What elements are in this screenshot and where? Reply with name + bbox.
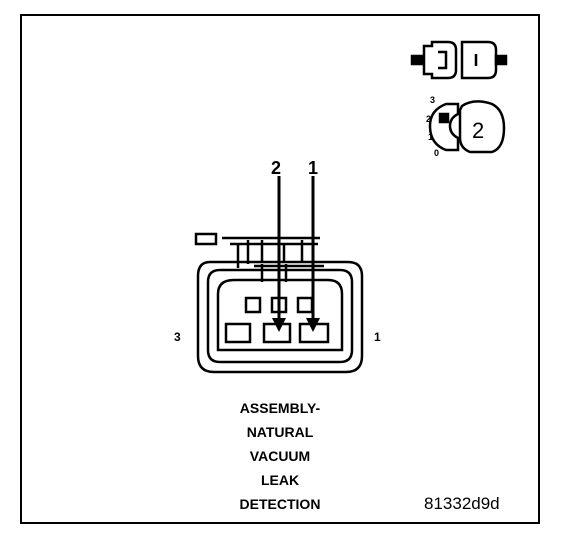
- caption-line-5: DETECTION: [239, 496, 321, 512]
- pin-1-label: 1: [308, 158, 319, 178]
- position-lock-icon: [428, 100, 506, 154]
- pin-2-label: 2: [271, 158, 282, 178]
- position-scale-1: 1: [428, 132, 434, 142]
- caption-line-1: ASSEMBLY-: [239, 400, 321, 416]
- position-number: 2: [472, 118, 485, 143]
- caption-line-3: VACUUM: [249, 448, 311, 464]
- cavity-3-label: 3: [174, 330, 181, 344]
- caption-line-4: LEAK: [260, 472, 300, 488]
- caption-line-2: NATURAL: [246, 424, 314, 440]
- diagram-frame: [20, 14, 540, 524]
- figure-code: 81332d9d: [424, 494, 500, 513]
- pin-arrows: [272, 176, 320, 332]
- cavity-1-label: 1: [374, 330, 381, 344]
- position-scale-0: 0: [434, 148, 440, 158]
- position-scale-2: 2: [426, 114, 432, 124]
- connector-side-icon: [410, 40, 508, 80]
- position-scale-3: 3: [430, 95, 436, 105]
